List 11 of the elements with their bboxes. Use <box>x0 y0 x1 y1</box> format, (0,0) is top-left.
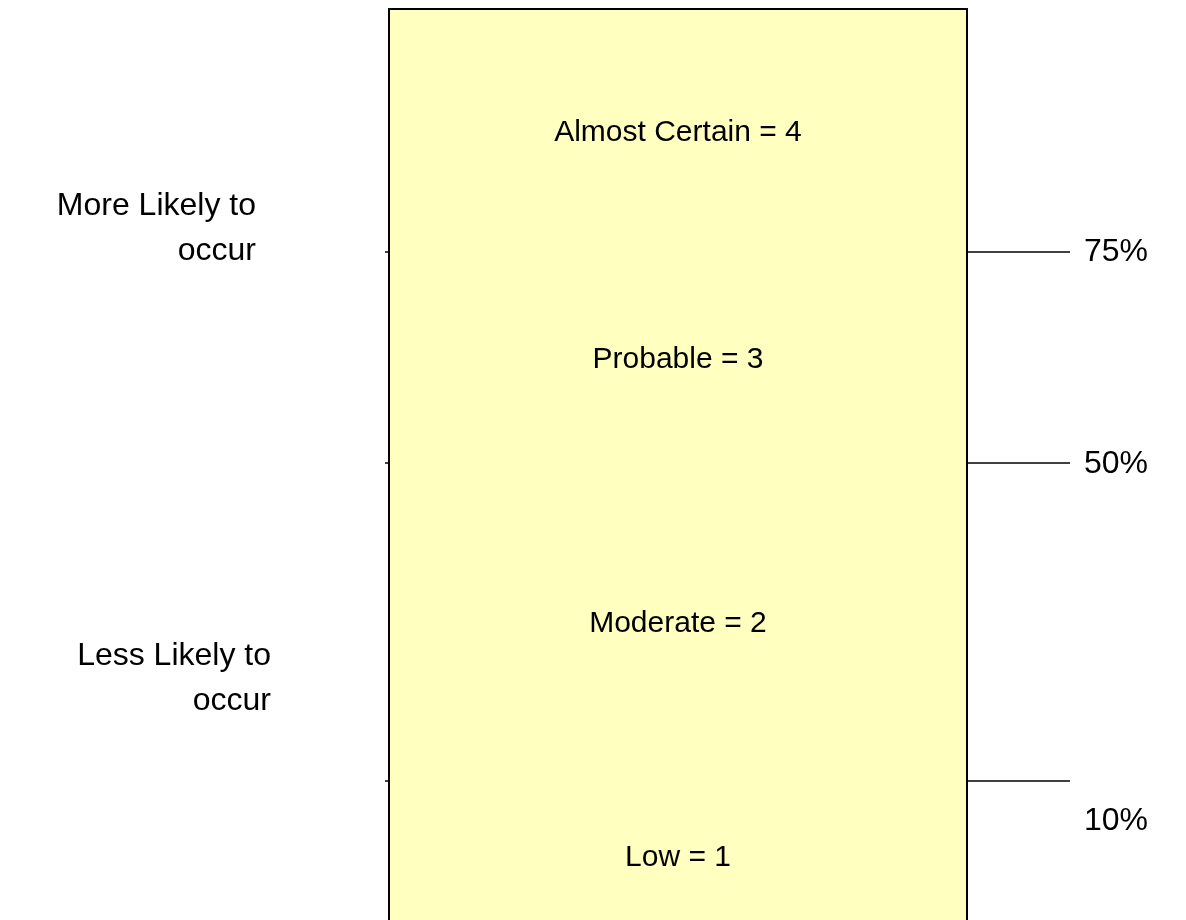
likelihood-band <box>388 781 968 920</box>
threshold-value: 75% <box>1084 231 1149 270</box>
band-label: Probable = 3 <box>592 340 764 375</box>
band-label: Almost Certain = 4 <box>554 114 802 148</box>
side-note: Less Likely to occur <box>76 635 271 719</box>
band-label: Moderate = 2 <box>589 605 767 639</box>
threshold-value: 10% <box>1084 800 1149 839</box>
threshold-value: 50% <box>1084 443 1149 482</box>
likelihood-band <box>388 8 968 252</box>
side-note: More Likely to occur <box>55 185 256 269</box>
band-label: Low = 1 <box>625 838 731 873</box>
